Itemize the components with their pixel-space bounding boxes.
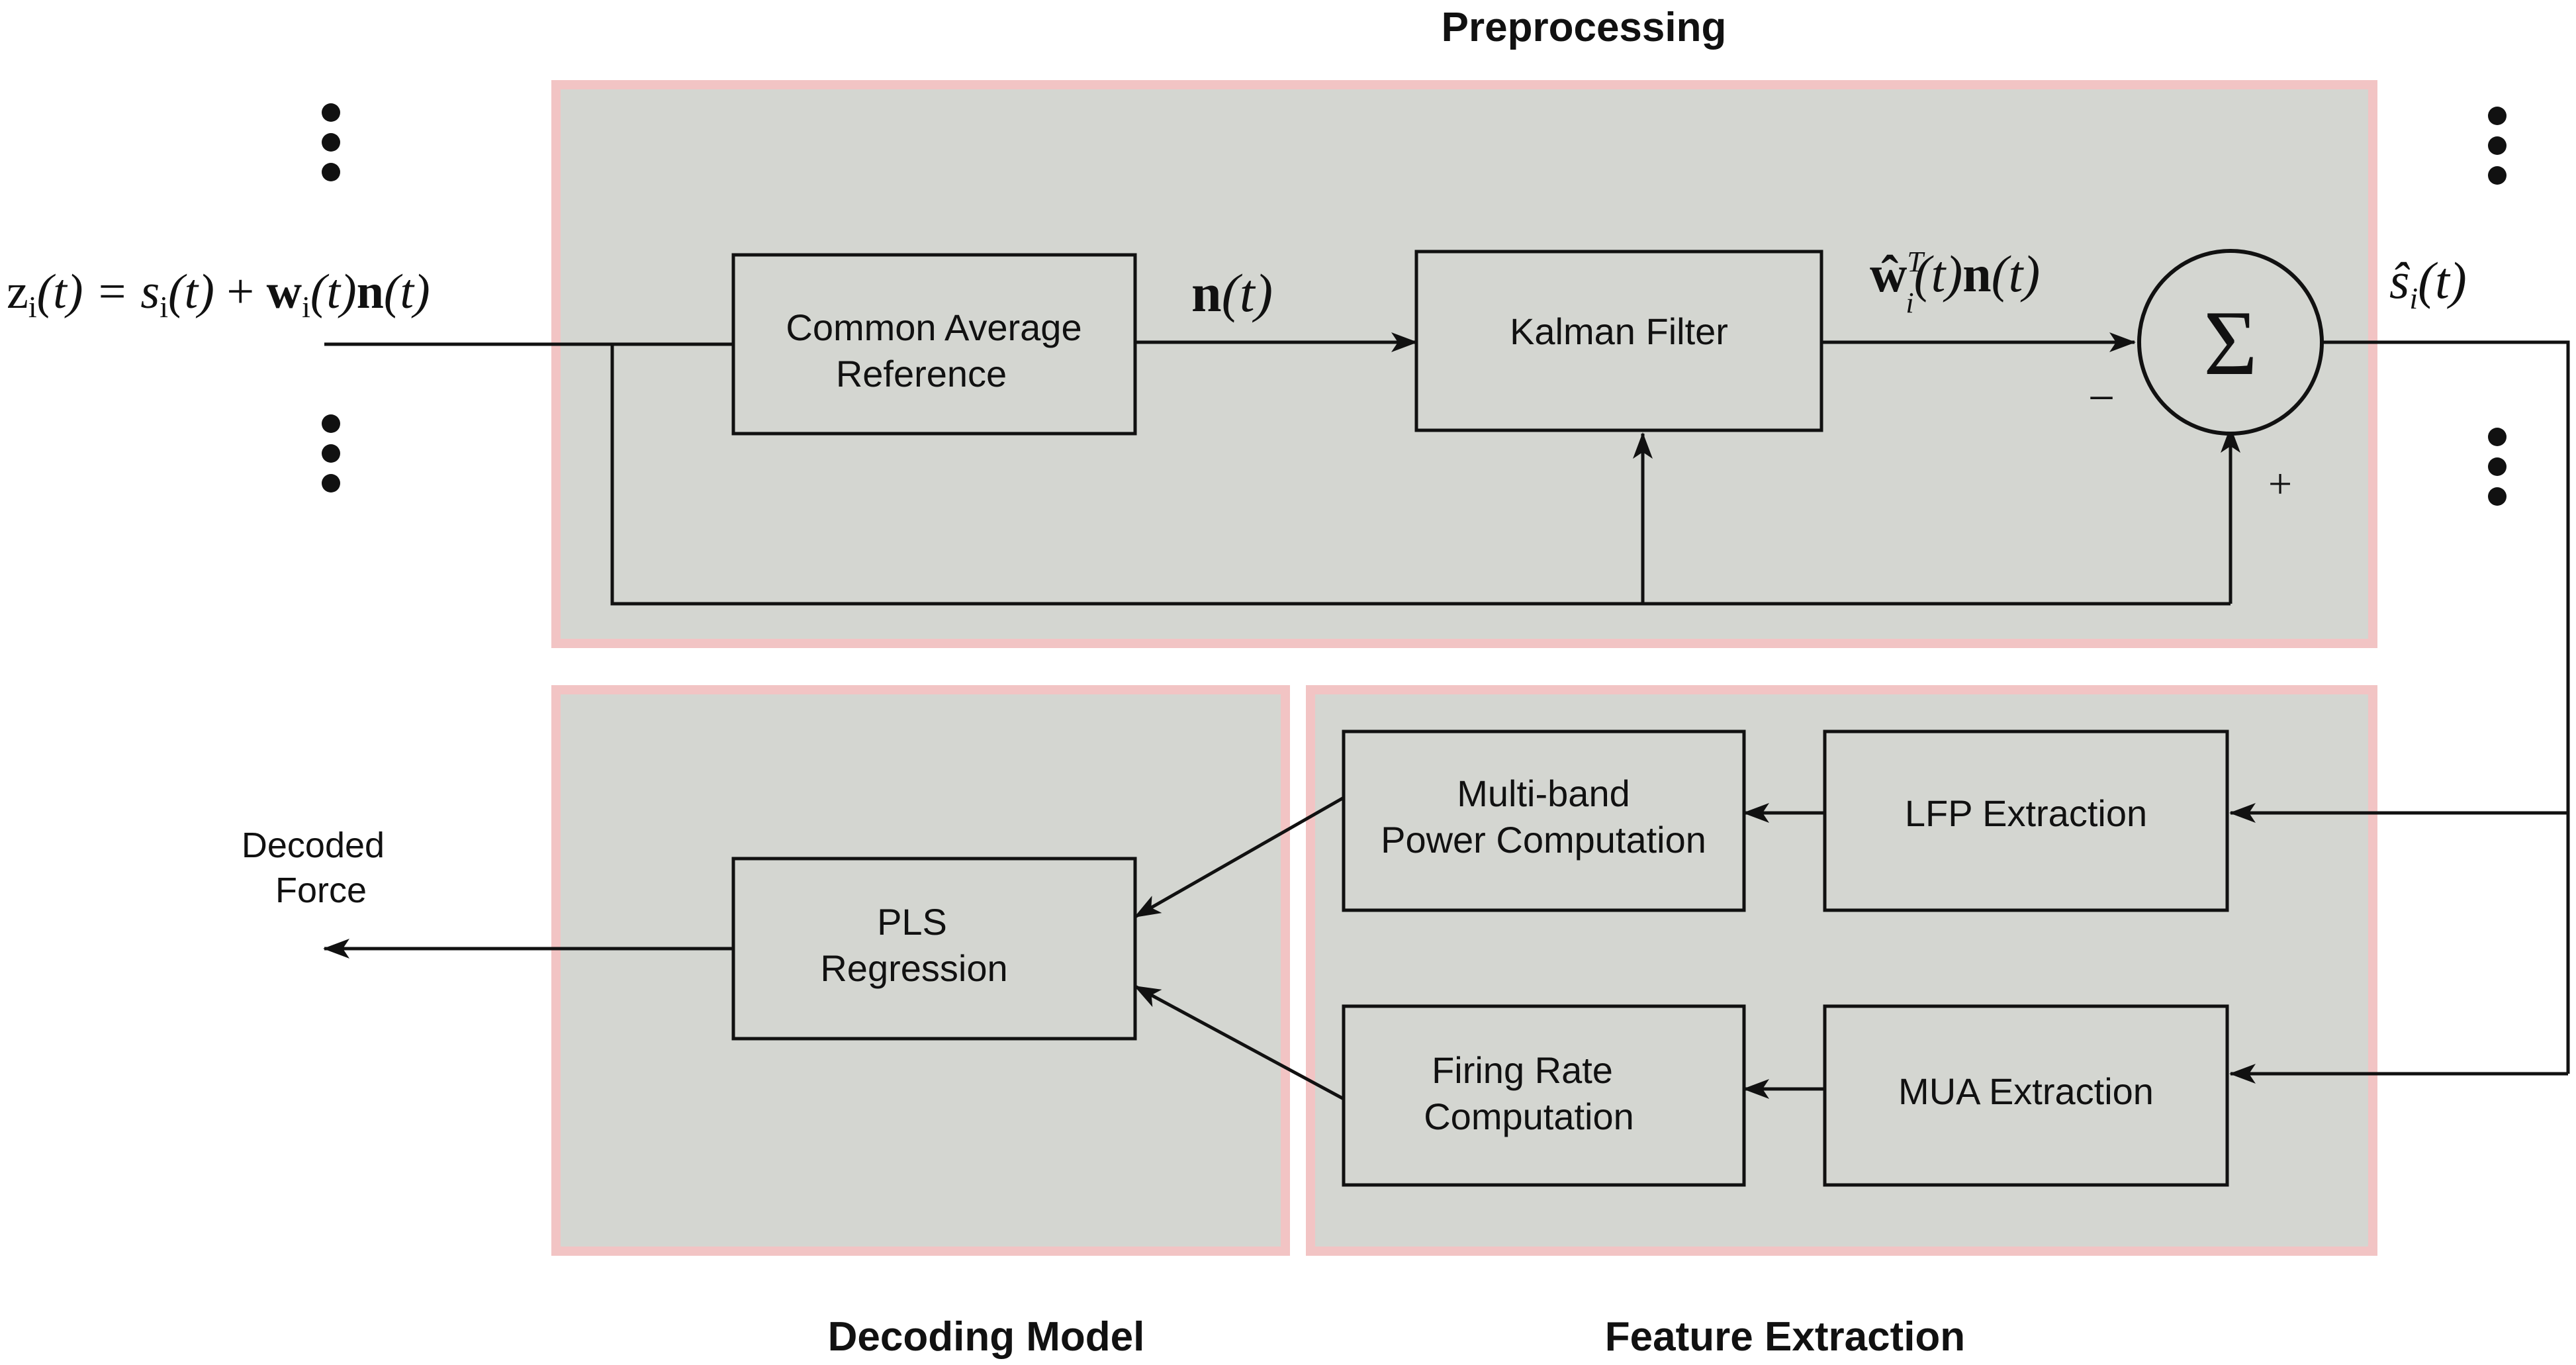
- mua-extraction-label: MUA Extraction: [1898, 1070, 2154, 1112]
- multiband-power-block: [1342, 730, 1746, 912]
- sigma-symbol: Σ: [2203, 292, 2257, 395]
- kalman-filter-label: Kalman Filter: [1510, 310, 1728, 352]
- common-average-reference-block: [731, 253, 1137, 436]
- kalman-filter-block: [1414, 250, 1823, 432]
- multiband-to-pls-arrow: [1134, 796, 1345, 919]
- pls-regression-block: [731, 857, 1137, 1041]
- preprocessing-title: Preprocessing: [1442, 5, 1727, 50]
- firing-rate-block: [1342, 1004, 1746, 1187]
- summation-node: [2137, 249, 2324, 436]
- plus-sign: +: [2268, 460, 2292, 507]
- ellipsis-dots-left-bottom: [322, 414, 340, 493]
- decoding-model-title: Decoding Model: [828, 1314, 1145, 1360]
- output-bus: [2322, 340, 2570, 1074]
- mua-extraction-block: [1823, 1004, 2229, 1187]
- preprocessing-wiring: [324, 332, 2570, 1084]
- output-signal-label: ŝi(t): [2389, 252, 2467, 315]
- minus-sign: −: [2088, 371, 2115, 424]
- lfp-extraction-label: LFP Extraction: [1905, 792, 2147, 834]
- ellipsis-dots-right-bottom: [2488, 428, 2507, 506]
- noise-label: n(t): [1191, 263, 1273, 323]
- firing-to-pls-arrow: [1134, 984, 1345, 1101]
- input-equation: zi(t) = si(t) + wi(t)n(t): [7, 265, 430, 324]
- ellipsis-dots-right-top: [2488, 107, 2507, 185]
- lfp-extraction-block: [1823, 730, 2229, 912]
- feature-extraction-wiring: [323, 796, 1825, 1101]
- feature-extraction-title: Feature Extraction: [1605, 1314, 1965, 1360]
- ellipsis-dots-left-top: [322, 103, 340, 181]
